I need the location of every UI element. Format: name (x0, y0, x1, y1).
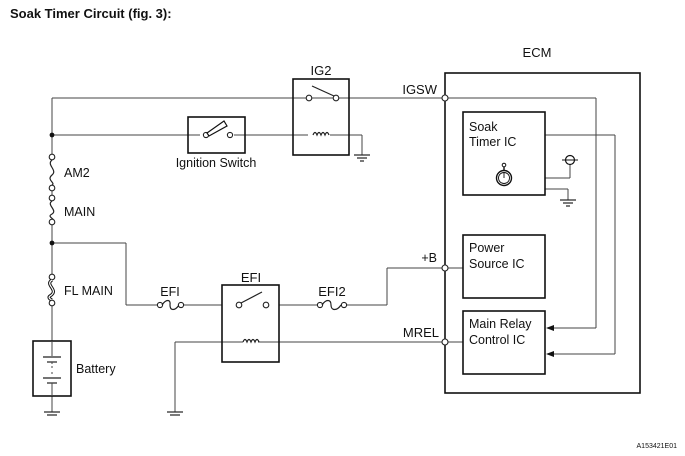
soak-timer-ic: Soak Timer IC (462, 111, 546, 196)
soak-timer-label-1: Soak (469, 120, 498, 134)
ig2-relay: IG2 (292, 63, 350, 156)
battery: Battery (32, 340, 116, 397)
plus-b-terminal-label: +B (421, 251, 437, 265)
power-source-label-1: Power (469, 241, 504, 255)
ignition-switch-label: Ignition Switch (176, 156, 257, 170)
coil-icon (312, 131, 330, 137)
am2-fuse: AM2 (48, 153, 90, 192)
battery-label: Battery (76, 362, 116, 376)
stopwatch-icon (495, 162, 513, 187)
fl-main-label: FL MAIN (64, 284, 113, 298)
efi-relay-label: EFI (241, 270, 261, 285)
arrow-soak-to-mrc-icon (546, 351, 554, 357)
ground-icon (44, 411, 60, 416)
igsw-terminal-label: IGSW (402, 82, 437, 97)
main-label: MAIN (64, 205, 95, 219)
figure-code: A153421E01 (637, 443, 678, 450)
ground-icon (560, 199, 576, 207)
power-source-label-2: Source IC (469, 257, 525, 271)
ecm-label: ECM (523, 45, 552, 60)
main-relay-control-ic: Main Relay Control IC (462, 310, 546, 375)
main-relay-control-label-2: Control IC (469, 333, 525, 347)
mrel-terminal-label: MREL (403, 325, 439, 340)
ground-icon (354, 154, 370, 162)
efi2-fuse-label: EFI2 (318, 284, 345, 299)
main-relay-control-label-1: Main Relay (469, 317, 532, 331)
am2-label: AM2 (64, 166, 90, 180)
ig2-label: IG2 (311, 63, 332, 78)
arrow-igsw-to-mrc-icon (546, 325, 554, 331)
power-supply-icon (562, 154, 578, 166)
fl-main-fuse: FL MAIN (47, 273, 113, 307)
junction-dot (49, 240, 55, 246)
efi-relay: EFI (221, 270, 280, 363)
ecm: ECM IGSW +B MREL Soak Timer IC (402, 45, 641, 394)
mrel-terminal (441, 338, 449, 346)
ground-icon (167, 411, 183, 416)
soak-timer-label-2: Timer IC (469, 135, 516, 149)
main-fuse: MAIN (48, 194, 95, 226)
diagram-title: Soak Timer Circuit (fig. 3): (10, 6, 172, 21)
wires (51, 97, 616, 412)
efi-fuse: EFI (156, 285, 185, 311)
efi2-fuse: EFI2 (316, 284, 348, 311)
igsw-terminal (441, 94, 449, 102)
ignition-switch: Ignition Switch (176, 116, 257, 170)
plus-b-terminal (441, 264, 449, 272)
junction-dot (49, 132, 55, 138)
power-source-ic: Power Source IC (462, 234, 546, 299)
efi-fuse-label: EFI (160, 285, 179, 299)
coil-icon (242, 338, 260, 344)
